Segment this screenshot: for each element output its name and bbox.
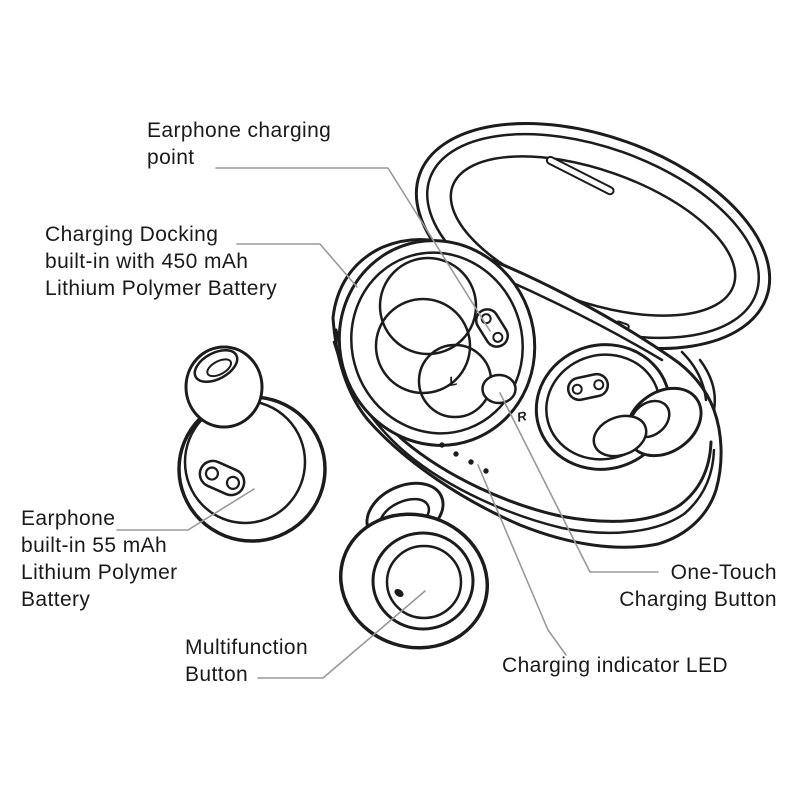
label-earphone-charging-point: Earphone charging point [147,119,332,169]
case-hinge-arc [698,358,717,412]
case-hinge-arc [680,350,708,402]
slot-letter-left: L [448,373,459,389]
label-charging-indicator-led: Charging indicator LED [502,654,728,677]
led-dot [453,451,459,457]
leader-charging-point [215,167,491,332]
earbud-front-button-ring [371,531,475,631]
leader-multifunction [257,590,426,679]
lid-latch-slot [545,155,615,196]
left-well-inner-ring [350,251,524,435]
label-dock-battery: Charging Docking built-in with 450 mAh L… [45,223,278,300]
multifunction-button-face [385,544,463,620]
earbud-left-charging-contacts [198,459,246,497]
leader-earbud-battery [116,488,255,531]
slot-letter-right: R [516,408,529,425]
led-dot [483,468,489,474]
leader-dock-battery [236,243,358,288]
charging-indicator-leds [439,442,489,474]
earbud-left-eartip-canal [206,358,233,378]
leader-lines [116,167,659,679]
left-well-charging-point [474,308,510,348]
one-touch-charging-button [481,373,517,405]
left-well-cavity [378,256,478,356]
right-earbud-well [534,343,703,471]
earbud-front-led [394,588,404,598]
charging-pin [225,475,241,490]
earbud-left-eartip-opening [193,348,239,384]
left-well-cavity [374,297,472,395]
earbud-left [177,345,327,543]
label-earbud-battery: Earphone built-in 55 mAh Lithium Polymer… [21,507,178,611]
charging-pin [593,379,605,391]
earbud-front [338,481,490,650]
led-dot [439,442,445,448]
right-well-cavity-lobe [592,414,648,458]
right-well-charging-point [566,372,610,402]
earbud-front-body [338,512,490,650]
leader-one-touch [499,392,659,573]
label-one-touch-button: One-Touch Charging Button [619,561,777,611]
charging-pin [204,466,220,481]
leader-led [477,464,567,656]
charging-pin [571,383,583,395]
charging-pin [480,313,492,325]
label-multifunction-button: Multifunction Button [185,636,309,686]
charging-pin [492,331,504,343]
led-dot [468,459,474,465]
